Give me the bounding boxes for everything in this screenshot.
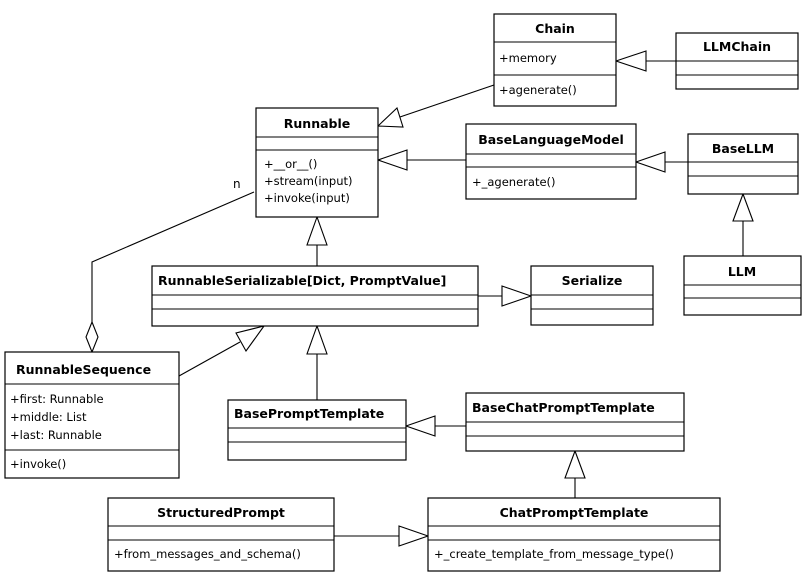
class-method: +__or__()	[264, 157, 317, 171]
class-name: BaseLLM	[712, 141, 774, 156]
basechatprompttemplate-inherits-baseprompttemplate-arrowhead	[404, 415, 436, 437]
class-name: Serialize	[562, 273, 623, 288]
class-baselanguagemodel[interactable]: BaseLanguageModel +_agenerate()	[465, 123, 637, 200]
class-name: ChatPromptTemplate	[500, 505, 649, 520]
llm-inherits-basellm-arrowhead	[732, 192, 754, 222]
class-name: RunnableSequence	[16, 362, 151, 377]
class-method: +invoke()	[10, 457, 66, 471]
class-structuredprompt[interactable]: StructuredPrompt +from_messages_and_sche…	[107, 497, 335, 572]
class-name: BaseLanguageModel	[478, 132, 624, 147]
class-runnableserializable[interactable]: RunnableSerializable[Dict, PromptValue]	[151, 265, 479, 327]
runnableserializable-inherits-serialize-arrowhead	[501, 285, 533, 307]
chain-inherits-runnable-line	[396, 84, 495, 119]
class-name: BasePromptTemplate	[234, 406, 384, 421]
chatprompttemplate-inherits-basechatprompttemplate-arrowhead	[564, 449, 586, 479]
class-method: +_agenerate()	[472, 175, 556, 189]
class-runnable[interactable]: Runnable +__or__() +stream(input) +invok…	[255, 107, 379, 218]
basellm-inherits-baselanguagemodel-arrowhead	[634, 151, 666, 173]
runnablesequence-aggregation-diamond	[85, 320, 99, 354]
class-name: LLMChain	[703, 39, 771, 54]
class-basechatprompttemplate[interactable]: BaseChatPromptTemplate	[465, 392, 685, 452]
class-chatprompttemplate[interactable]: ChatPromptTemplate +_create_template_fro…	[427, 497, 721, 572]
llmchain-inherits-chain-arrowhead	[614, 50, 647, 72]
class-name: RunnableSerializable[Dict, PromptValue]	[158, 273, 446, 288]
class-runnablesequence[interactable]: RunnableSequence +first: Runnable +middl…	[4, 351, 180, 479]
runnablesequence-aggregates-runnable-line	[91, 191, 255, 322]
class-name: StructuredPrompt	[157, 505, 285, 520]
runnablesequence-inherits-runnableserializable-arrowhead	[235, 325, 266, 353]
class-llmchain[interactable]: LLMChain	[675, 32, 799, 90]
class-baseprompttemplate[interactable]: BasePromptTemplate	[227, 399, 407, 461]
class-attribute: +memory	[499, 51, 557, 65]
class-method: +invoke(input)	[264, 191, 350, 205]
class-name: LLM	[728, 264, 756, 279]
class-method: +stream(input)	[264, 174, 353, 188]
class-basellm[interactable]: BaseLLM	[687, 133, 799, 195]
class-method: +from_messages_and_schema()	[114, 547, 301, 561]
baseprompttemplate-inherits-runnableserializable-arrowhead	[306, 324, 328, 355]
class-name: Runnable	[284, 116, 350, 131]
aggregation-multiplicity-label: n	[233, 177, 241, 191]
class-attribute: +first: Runnable	[10, 392, 104, 406]
runnablesequence-inherits-runnableserializable-line	[178, 341, 241, 377]
chain-inherits-runnable-arrowhead	[376, 106, 404, 128]
class-name: BaseChatPromptTemplate	[472, 400, 655, 415]
class-serialize[interactable]: Serialize	[530, 265, 654, 326]
class-method: +_create_template_from_message_type()	[434, 547, 674, 561]
class-attribute: +last: Runnable	[10, 428, 102, 442]
class-attribute: +middle: List	[10, 410, 87, 424]
structuredprompt-inherits-chatprompttemplate-arrowhead	[398, 525, 430, 547]
class-llm[interactable]: LLM	[683, 255, 802, 316]
class-name: Chain	[535, 21, 575, 36]
baselanguagemodel-inherits-runnable-arrowhead	[376, 149, 408, 171]
runnableserializable-inherits-runnable-arrowhead	[306, 215, 328, 246]
class-method: +agenerate()	[499, 83, 577, 97]
class-chain[interactable]: Chain +memory +agenerate()	[493, 13, 617, 107]
